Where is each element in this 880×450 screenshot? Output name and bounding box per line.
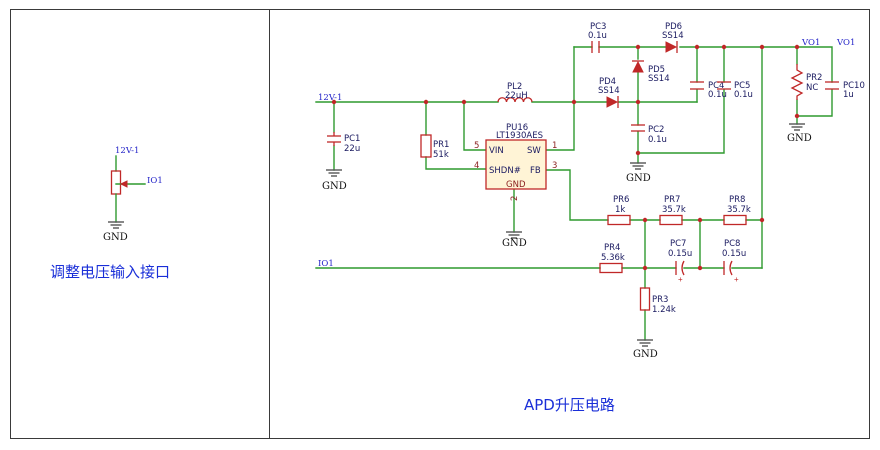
- pd5-ref: PD5: [648, 65, 665, 75]
- ic-num-sw: 1: [552, 141, 557, 151]
- ic-num-vin: 5: [474, 141, 479, 151]
- pc3-ref: PC3: [590, 22, 606, 32]
- pc5-value: 0.1u: [734, 90, 753, 100]
- capacitor-pc8: + PC8 0.15u: [722, 239, 746, 284]
- pc3-value: 0.1u: [588, 31, 607, 41]
- ic-pin-gnd: GND: [506, 180, 526, 190]
- gnd-symbol-pc2: [630, 162, 646, 170]
- gnd-label-pc2: GND: [626, 173, 651, 184]
- pr3-ref: PR3: [652, 295, 668, 305]
- pd6-value: SS14: [662, 31, 684, 41]
- pr8-value: 35.7k: [727, 205, 751, 215]
- ic-num-gnd: 2: [510, 196, 520, 201]
- gnd-symbol-pc1: [326, 169, 342, 177]
- pc2-value: 0.1u: [648, 135, 667, 145]
- capacitor-pc2: PC2 0.1u: [631, 124, 667, 145]
- pc4-value: 0.1u: [708, 90, 727, 100]
- pd6-ref: PD6: [665, 22, 682, 32]
- pr1-ref: PR1: [433, 140, 449, 150]
- gnd-symbol-ic: [506, 231, 522, 239]
- sheet-frame: [10, 9, 870, 439]
- diode-pd6: PD6 SS14: [662, 22, 684, 53]
- net-vo1-a: VO1: [801, 38, 820, 48]
- svg-text:+: +: [734, 275, 739, 284]
- wires: [315, 46, 833, 341]
- right-panel-title: APD升压电路: [524, 396, 615, 414]
- pr4-ref: PR4: [604, 243, 620, 253]
- ic-part: LT1930AES: [496, 131, 543, 141]
- diode-pd4: PD4 SS14: [598, 77, 620, 108]
- resistor-pr6: PR6 1k: [607, 195, 631, 226]
- pr7-value: 35.7k: [662, 205, 686, 215]
- left-net-io1: IO1: [147, 176, 163, 186]
- left-gnd-label: GND: [103, 232, 128, 243]
- pr6-value: 1k: [615, 205, 625, 215]
- capacitor-pc1: PC1 22u: [327, 132, 360, 154]
- pr6-ref: PR6: [613, 195, 629, 205]
- left-panel-title: 调整电压输入接口: [50, 263, 170, 281]
- capacitor-pc5: PC5 0.1u: [717, 81, 753, 100]
- pc1-value: 22u: [344, 144, 360, 154]
- pr2-ref: PR2: [806, 73, 822, 83]
- gnd-label-ic: GND: [502, 238, 527, 249]
- diode-pd5: PD5 SS14: [632, 60, 670, 84]
- pr2-value: NC: [806, 83, 818, 93]
- ic-pin-shdn: SHDN#: [489, 166, 521, 176]
- net-io1: IO1: [318, 259, 334, 269]
- resistor-pr8: PR8 35.7k: [723, 195, 751, 226]
- resistor-pr3: PR3 1.24k: [639, 287, 676, 315]
- net-vo1-b: VO1: [836, 38, 855, 48]
- pc10-value: 1u: [843, 90, 854, 100]
- capacitor-pc3: PC3 0.1u: [588, 22, 607, 53]
- pc8-value: 0.15u: [722, 249, 746, 259]
- pr7-ref: PR7: [664, 195, 680, 205]
- pc1-ref: PC1: [344, 134, 360, 144]
- pl2-ref: PL2: [507, 82, 522, 92]
- left-panel-potentiometer: 12V-1 IO1 GND: [103, 146, 163, 243]
- gnd-label-output: GND: [787, 133, 812, 144]
- pd4-value: SS14: [598, 86, 620, 96]
- pc5-ref: PC5: [734, 81, 750, 91]
- ic-pu16: PU16 LT1930AES VIN SW SHDN# FB GND 5 4 1…: [474, 123, 557, 201]
- pr3-value: 1.24k: [652, 305, 676, 315]
- resistor-pr1: PR1 51k: [420, 134, 449, 160]
- pd4-ref: PD4: [599, 77, 616, 87]
- pd5-value: SS14: [648, 74, 670, 84]
- ic-pin-vin: VIN: [489, 146, 504, 156]
- left-gnd-symbol: [108, 221, 124, 229]
- ic-pin-sw: SW: [527, 146, 541, 156]
- pr8-ref: PR8: [729, 195, 745, 205]
- pc4-ref: PC4: [708, 81, 724, 91]
- pc7-value: 0.15u: [668, 249, 692, 259]
- pr4-value: 5.36k: [601, 253, 625, 263]
- gnd-symbol-output: [789, 123, 805, 131]
- resistor-pr4: PR4 5.36k: [599, 243, 625, 274]
- pc8-ref: PC8: [724, 239, 740, 249]
- capacitor-pc4: PC4 0.1u: [690, 81, 727, 100]
- capacitor-pc7: + PC7 0.15u: [668, 239, 692, 284]
- capacitor-pc10: PC10 1u: [825, 81, 865, 100]
- pc2-ref: PC2: [648, 125, 664, 135]
- inductor-pl2: PL2 22uH: [497, 82, 533, 103]
- ic-num-fb: 3: [552, 161, 557, 171]
- net-12v-input: 12V-1: [318, 93, 342, 103]
- svg-text:+: +: [678, 275, 683, 284]
- left-net-12v: 12V-1: [115, 146, 139, 156]
- gnd-label-pc1: GND: [322, 181, 347, 192]
- pr1-value: 51k: [433, 150, 449, 160]
- pc7-ref: PC7: [670, 239, 686, 249]
- junctions: [331, 44, 800, 271]
- resistor-pr7: PR7 35.7k: [659, 195, 686, 226]
- gnd-symbol-pr3: [637, 339, 653, 347]
- ic-num-shdn: 4: [474, 161, 479, 171]
- pl2-value: 22uH: [505, 91, 528, 101]
- ic-pin-fb: FB: [530, 166, 541, 176]
- gnd-label-pr3: GND: [633, 349, 658, 360]
- resistor-pr2: PR2 NC: [790, 64, 822, 100]
- pc10-ref: PC10: [843, 81, 865, 91]
- ic-ref: PU16: [506, 123, 528, 133]
